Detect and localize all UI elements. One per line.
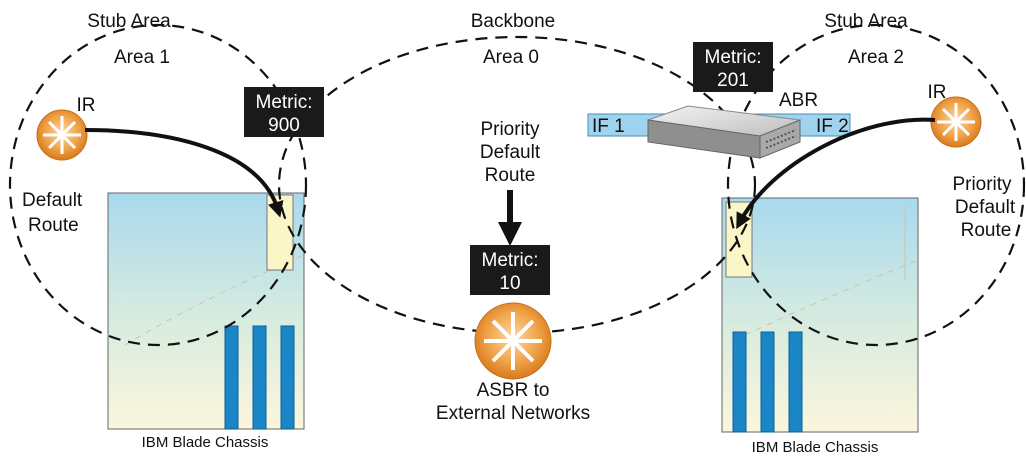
left-chassis-switch-module: [266, 194, 294, 271]
asbr-router-icon: [474, 302, 552, 380]
left-blade-2: [252, 325, 267, 430]
ir-right-label: IR: [928, 82, 947, 103]
center-route-line1: Priority: [480, 119, 540, 140]
metric-10-box: Metric: 10: [470, 245, 550, 295]
right-blade-2: [760, 331, 775, 433]
if1-label: IF 1: [592, 116, 625, 137]
center-route-line3: Route: [485, 165, 536, 186]
right-route-line1: Priority: [952, 174, 1012, 195]
metric-900-box: Metric: 900: [244, 87, 324, 137]
stub-area-2-title: Stub Area: [824, 11, 908, 32]
right-route-line3: Route: [961, 220, 1012, 241]
area-0-label: Area 0: [483, 47, 539, 68]
left-blade-chassis: [107, 192, 305, 430]
left-route-line1: Default: [22, 190, 83, 211]
right-chassis-switch-module: [725, 201, 753, 278]
abr-switch-icon: [647, 105, 801, 159]
stub-area-2-boundary: [726, 23, 1026, 347]
stub-area-1-boundary: [8, 23, 308, 347]
svg-text:Metric:: Metric:: [256, 92, 313, 113]
area-2-label: Area 2: [848, 47, 904, 68]
left-blade-1: [224, 325, 239, 430]
backbone-title: Backbone: [471, 11, 556, 32]
area-1-label: Area 1: [114, 47, 170, 68]
svg-text:201: 201: [717, 70, 749, 91]
svg-text:Metric:: Metric:: [705, 47, 762, 68]
right-blade-chassis: [721, 197, 919, 433]
ir-left-label: IR: [77, 95, 96, 116]
abr-label: ABR: [779, 90, 818, 111]
stub-area-1-title: Stub Area: [87, 11, 171, 32]
right-route-line2: Default: [955, 197, 1016, 218]
metric-201-box: Metric: 201: [693, 42, 773, 92]
right-blade-1: [732, 331, 747, 433]
svg-text:Metric:: Metric:: [482, 250, 539, 271]
right-blade-3: [788, 331, 803, 433]
asbr-label-line2: External Networks: [436, 403, 590, 424]
svg-text:10: 10: [499, 273, 520, 294]
center-route-line2: Default: [480, 142, 541, 163]
asbr-label-line1: ASBR to: [477, 380, 550, 401]
left-chassis-label: IBM Blade Chassis: [142, 434, 269, 451]
ir-right-router-icon: [930, 96, 982, 148]
left-blade-3: [280, 325, 295, 430]
right-chassis-label: IBM Blade Chassis: [752, 439, 879, 456]
svg-text:900: 900: [268, 115, 300, 136]
if2-label: IF 2: [816, 116, 849, 137]
left-route-line2: Route: [28, 215, 79, 236]
left-default-route-arrow: [84, 128, 284, 218]
right-default-route-arrow: [736, 117, 936, 230]
ir-left-router-icon: [36, 109, 88, 161]
